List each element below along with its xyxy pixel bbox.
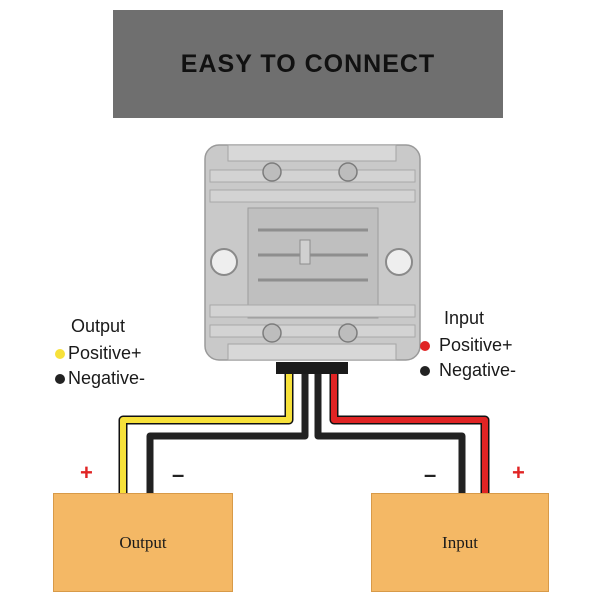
input-positive-row: Positive+ [420, 335, 516, 356]
output-minus-sign: – [172, 462, 185, 487]
output-box: Output [53, 493, 233, 592]
output-box-label: Output [119, 532, 167, 552]
title-banner: EASY TO CONNECT [113, 10, 503, 118]
input-minus-sign: – [424, 462, 437, 487]
mount-hole-left [210, 248, 238, 276]
red-dot-icon [420, 340, 430, 351]
output-negative-wire [146, 368, 309, 494]
screw-bottom-right [338, 323, 358, 343]
cable-grommet [276, 362, 348, 374]
input-legend-title: Input [444, 308, 485, 328]
input-box-label: Input [442, 532, 478, 552]
output-negative-label: Negative- [68, 368, 146, 388]
screw-top-left [262, 162, 282, 182]
output-positive-row: Positive+ [55, 343, 145, 364]
black-dot-icon [420, 365, 430, 376]
output-legend-title: Output [71, 316, 126, 336]
black-dot-icon [55, 373, 65, 384]
output-legend: Output Positive+ Negative- [55, 316, 145, 389]
input-legend: Input Positive+ Negative- [420, 308, 516, 381]
converter-module [204, 144, 421, 361]
input-negative-row: Negative- [420, 360, 516, 381]
screw-top-right [338, 162, 358, 182]
input-box: Input [371, 493, 549, 592]
input-plus-sign: + [512, 460, 525, 485]
output-positive-label: Positive+ [68, 343, 142, 363]
output-plus-sign: + [80, 460, 93, 485]
mount-hole-right [385, 248, 413, 276]
input-negative-label: Negative- [439, 360, 517, 380]
input-negative-wire [314, 368, 466, 494]
output-negative-row: Negative- [55, 368, 145, 389]
wires [118, 368, 490, 494]
yellow-dot-icon [55, 348, 65, 359]
input-positive-label: Positive+ [439, 335, 513, 355]
screw-bottom-left [262, 323, 282, 343]
banner-title: EASY TO CONNECT [180, 49, 436, 78]
